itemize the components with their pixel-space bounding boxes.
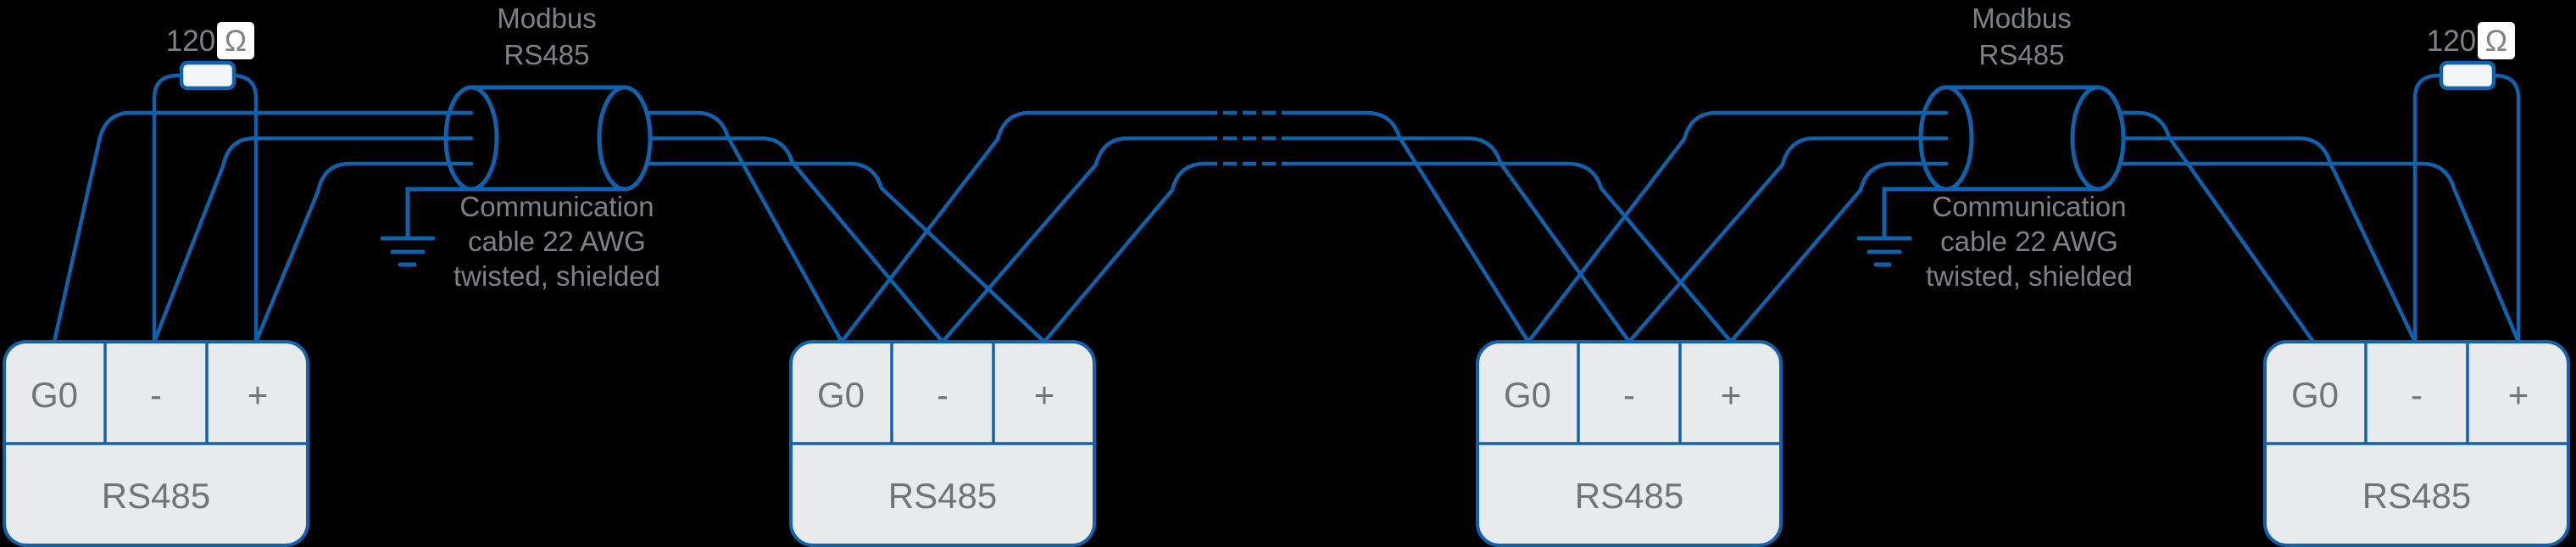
resistor-body-icon — [179, 60, 236, 91]
svg-text:cable 22 AWG: cable 22 AWG — [468, 226, 646, 257]
right-cable-shield-icon — [1918, 85, 2126, 192]
resistor-unit: Ω — [2485, 25, 2507, 58]
svg-text:RS485: RS485 — [1979, 39, 2065, 70]
device-block-1: G0 - + RS485 — [3, 340, 309, 547]
left-terminator-label: 120 Ω — [166, 22, 254, 59]
svg-text:cable 22 AWG: cable 22 AWG — [1940, 226, 2118, 257]
resistor-unit: Ω — [225, 25, 247, 58]
svg-text:twisted, shielded: twisted, shielded — [1926, 260, 2133, 292]
terminal-label-g0: G0 — [31, 375, 78, 415]
terminal-label-g0: G0 — [817, 375, 865, 415]
svg-text:RS485: RS485 — [504, 39, 590, 70]
terminal-label-minus: - — [937, 375, 949, 415]
plus-bus-wire — [253, 161, 2521, 344]
right-termination-resistor — [2412, 60, 2521, 344]
svg-text:twisted, shielded: twisted, shielded — [453, 260, 660, 292]
device-block-2: G0 - + RS485 — [789, 340, 1096, 547]
right-cable-title: Modbus RS485 — [1972, 3, 2071, 70]
terminal-label-plus: + — [1034, 375, 1055, 415]
resistor-value: 120 — [166, 25, 215, 58]
left-termination-resistor — [152, 60, 259, 344]
device-block-3: G0 - + RS485 — [1476, 340, 1783, 547]
ohm-chip — [2478, 22, 2515, 59]
svg-text:Modbus: Modbus — [497, 3, 596, 34]
right-terminator-label: 120 Ω — [2427, 22, 2515, 59]
device-port-label: RS485 — [888, 476, 997, 516]
resistor-body-icon — [2439, 60, 2496, 91]
left-cable-title: Modbus RS485 — [497, 3, 596, 70]
left-ground-icon — [380, 187, 474, 267]
terminal-label-plus: + — [2508, 375, 2529, 415]
device-port-label: RS485 — [1575, 476, 1683, 516]
svg-text:Communication: Communication — [459, 191, 654, 222]
svg-text:Communication: Communication — [1932, 191, 2126, 222]
device-port-label: RS485 — [102, 476, 210, 516]
device-port-label: RS485 — [2362, 476, 2471, 516]
terminal-label-minus: - — [150, 375, 162, 415]
svg-text:Modbus: Modbus — [1972, 3, 2071, 34]
terminal-label-plus: + — [248, 375, 269, 415]
left-cable-caption: Communication cable 22 AWG twisted, shie… — [453, 191, 660, 292]
terminal-label-minus: - — [1623, 375, 1635, 415]
terminal-label-g0: G0 — [2291, 375, 2339, 415]
terminal-label-g0: G0 — [1504, 375, 1551, 415]
right-cable-caption: Communication cable 22 AWG twisted, shie… — [1926, 191, 2133, 292]
resistor-value: 120 — [2427, 25, 2476, 58]
ohm-chip — [217, 22, 254, 59]
terminal-label-minus: - — [2411, 375, 2423, 415]
right-ground-icon — [1856, 187, 1949, 267]
left-cable-shield-icon — [443, 85, 653, 192]
terminal-label-plus: + — [1721, 375, 1742, 415]
device-block-4: G0 - + RS485 — [2263, 340, 2570, 547]
